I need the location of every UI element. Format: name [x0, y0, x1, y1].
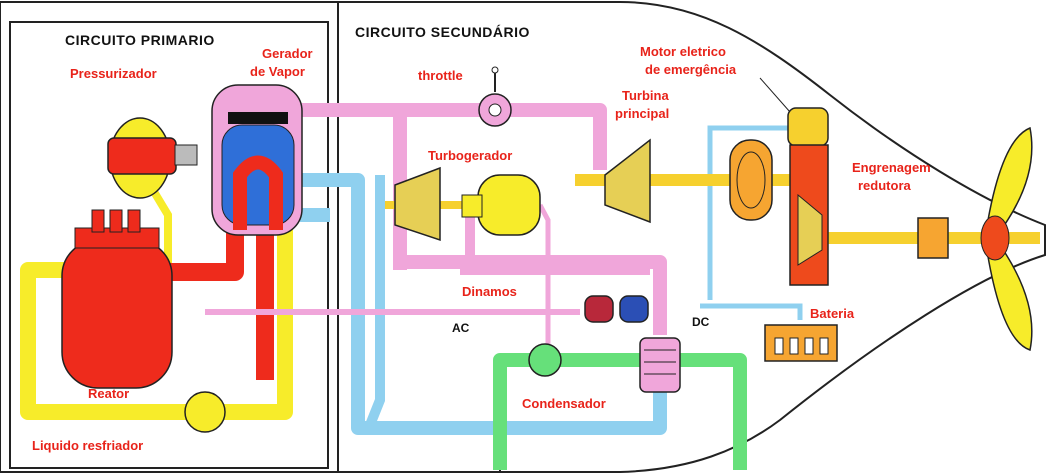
condenser-label: Condensador	[522, 396, 606, 411]
secondary-circuit-title: CIRCUITO SECUNDÁRIO	[355, 24, 530, 40]
reduction-gear-label-1: Engrenagem	[852, 160, 931, 175]
pressurizer-label: Pressurizador	[70, 66, 157, 81]
battery-label: Bateria	[810, 306, 855, 321]
coolant-pump-icon	[185, 392, 225, 432]
main-turbine-label-1: Turbina	[622, 88, 669, 103]
steam-generator-icon	[212, 85, 302, 235]
dynamo-dc-icon	[620, 296, 648, 322]
throttle-label: throttle	[418, 68, 463, 83]
dynamo-ac-icon	[585, 296, 613, 322]
reactor-icon	[62, 210, 172, 388]
ac-label: AC	[452, 321, 470, 335]
dc-label: DC	[692, 315, 710, 329]
coolant-label: Liquido resfriador	[32, 438, 143, 453]
condenser-pump-icon	[529, 344, 561, 376]
primary-circuit-title: CIRCUITO PRIMARIO	[65, 32, 215, 48]
main-turbine-label-2: principal	[615, 106, 669, 121]
reduction-gear-label-2: redutora	[858, 178, 912, 193]
reduction-gear-icon	[788, 108, 828, 285]
steam-generator-label-2: de Vapor	[250, 64, 305, 79]
shaft-bearing-icon	[918, 218, 948, 258]
emergency-motor-label-2: de emergência	[645, 62, 737, 77]
emergency-motor-label-1: Motor eletrico	[640, 44, 726, 59]
steam-generator-label-1: Gerador	[262, 46, 313, 61]
reactor-label: Reator	[88, 386, 129, 401]
emergency-motor-icon	[730, 140, 772, 220]
battery-icon	[765, 325, 837, 361]
dynamos-label: Dinamos	[462, 284, 517, 299]
turbogenerator-label: Turbogerador	[428, 148, 512, 163]
condenser-icon	[640, 338, 680, 392]
